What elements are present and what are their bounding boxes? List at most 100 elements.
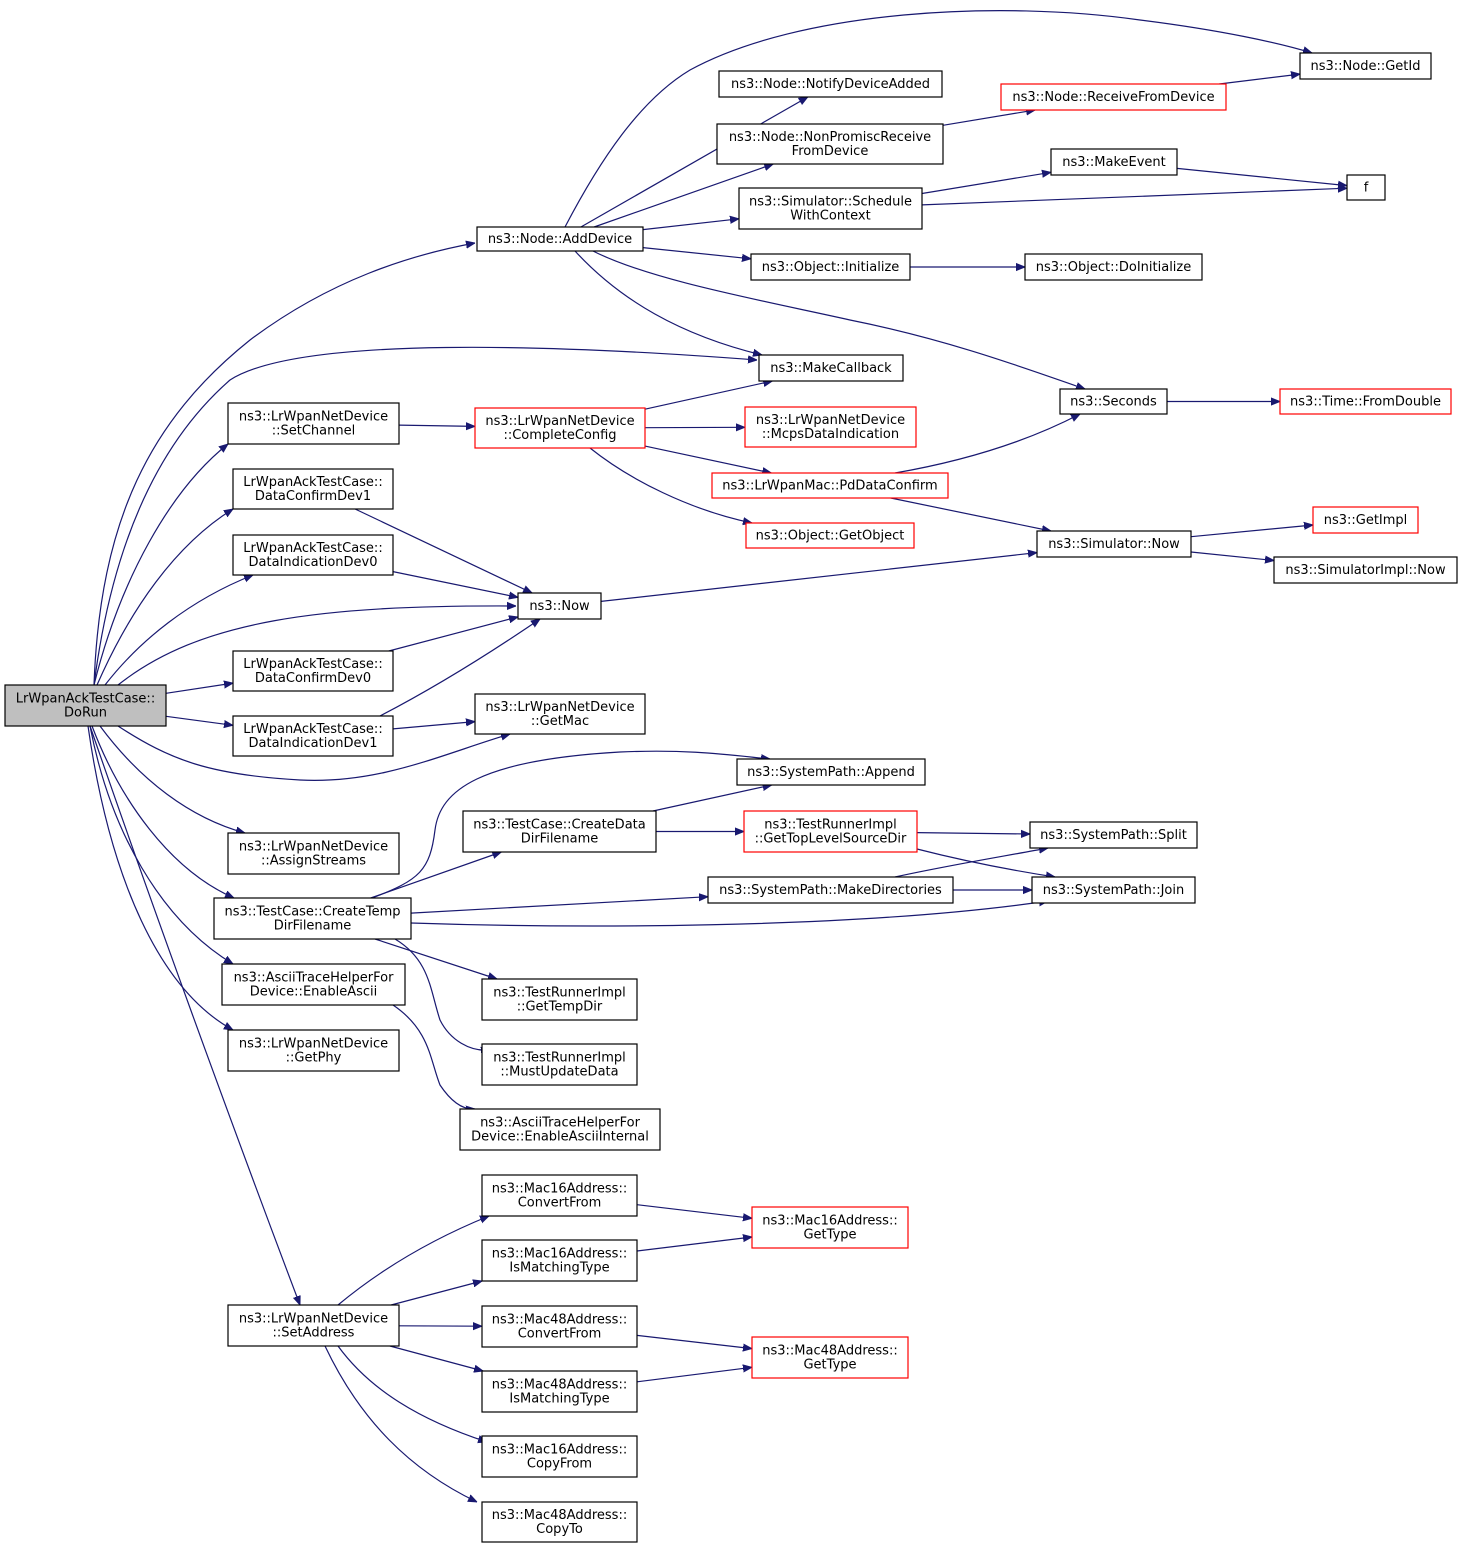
node-mac48GetType[interactable]: ns3::Mac48Address::GetType [751,1336,909,1379]
edge-dataIndicationDev1-to-now [379,619,540,717]
node-label-line: DirFilename [521,832,599,847]
edge-dorun-to-dataConfirmDev1 [96,509,233,686]
node-objInitialize[interactable]: ns3::Object::Initialize [750,253,911,281]
edge-dataConfirmDev1-to-now [354,508,532,594]
node-getObject[interactable]: ns3::Object::GetObject [745,522,915,549]
node-makeCallback[interactable]: ns3::MakeCallback [758,354,904,382]
node-dataConfirmDev1[interactable]: LrWpanAckTestCase::DataConfirmDev1 [232,468,394,510]
node-enableAscii[interactable]: ns3::AsciiTraceHelperForDevice::EnableAs… [221,963,406,1006]
node-mac48CopyTo[interactable]: ns3::Mac48Address::CopyTo [481,1501,638,1543]
node-box [474,407,646,449]
edge-mac48IsMatchingType-to-mac48GetType [636,1367,752,1383]
node-box [1273,556,1458,584]
node-box [227,832,400,875]
node-mac48ConvertFrom[interactable]: ns3::Mac48Address::ConvertFrom [481,1305,638,1348]
edge-scheduleWithContext-to-makeEvent [921,172,1051,195]
node-simImplNow[interactable]: ns3::SimulatorImpl::Now [1273,556,1458,584]
edge-dorun-to-dataIndicationDev0 [104,574,253,686]
node-simNow[interactable]: ns3::Simulator::Now [1036,530,1192,558]
node-completeConfig[interactable]: ns3::LrWpanNetDevice::CompleteConfig [474,407,646,449]
node-dataIndicationDev0[interactable]: LrWpanAckTestCase::DataIndicationDev0 [232,534,394,576]
node-now[interactable]: ns3::Now [517,592,602,620]
node-setChannel[interactable]: ns3::LrWpanNetDevice::SetChannel [227,402,400,445]
node-box [758,354,904,382]
node-receiveFromDevice[interactable]: ns3::Node::ReceiveFromDevice [1000,83,1227,111]
node-sysAppend[interactable]: ns3::SystemPath::Append [736,758,926,786]
node-label-line: ns3::LrWpanNetDevice [239,840,388,855]
node-mustUpdateData[interactable]: ns3::TestRunnerImpl::MustUpdateData [481,1043,638,1086]
node-box [4,684,167,727]
edge-addDevice-to-seconds [592,250,1085,389]
edge-addDevice-to-nonPromisc [593,164,773,228]
node-label-line: DataIndicationDev0 [249,555,378,570]
node-label-line: ::GetPhy [286,1051,342,1066]
node-pdDataConfirm[interactable]: ns3::LrWpanMac::PdDataConfirm [711,472,949,499]
node-dorun[interactable]: LrWpanAckTestCase::DoRun [4,684,167,727]
node-box [745,522,915,549]
node-label-line: DataConfirmDev1 [255,489,371,504]
edge-mac48ConvertFrom-to-mac48GetType [636,1334,752,1348]
node-label-line: ns3::TestRunnerImpl [493,986,626,1001]
node-getPhy[interactable]: ns3::LrWpanNetDevice::GetPhy [227,1029,400,1072]
node-mac16GetType[interactable]: ns3::Mac16Address::GetType [751,1206,909,1249]
node-label-line: ns3::Mac48Address:: [492,1378,627,1393]
node-mac16IsMatchingType[interactable]: ns3::Mac16Address::IsMatchingType [481,1239,638,1282]
node-makeDirectories[interactable]: ns3::SystemPath::MakeDirectories [707,876,954,904]
node-label-line: ns3::Mac48Address:: [492,1508,627,1523]
node-objDoInitialize[interactable]: ns3::Object::DoInitialize [1024,253,1203,281]
node-mac16CopyFrom[interactable]: ns3::Mac16Address::CopyFrom [481,1435,638,1478]
node-label-line: ns3::SystemPath::Join [1043,883,1184,898]
node-box [481,1174,638,1217]
node-label-line: Device::EnableAscii [250,985,378,1000]
node-getTempDir[interactable]: ns3::TestRunnerImpl::GetTempDir [481,978,638,1021]
node-label-line: ::MustUpdateData [500,1065,618,1080]
edge-makeEvent-to-f [1176,167,1347,185]
node-label-line: CopyTo [536,1522,583,1537]
edge-createDataDirFilename-to-sysAppend [652,785,772,812]
node-box [517,592,602,620]
node-makeEvent[interactable]: ns3::MakeEvent [1050,148,1178,176]
node-label-line: DirFilename [274,919,352,934]
node-box [744,406,917,448]
node-mcpsDataIndication[interactable]: ns3::LrWpanNetDevice::McpsDataIndication [744,406,917,448]
node-label-line: ns3::Mac16Address:: [762,1214,897,1229]
node-assignStreams[interactable]: ns3::LrWpanNetDevice::AssignStreams [227,832,400,875]
edge-mac16IsMatchingType-to-mac16GetType [636,1237,752,1252]
node-seconds[interactable]: ns3::Seconds [1059,388,1168,415]
node-notifyDeviceAdded[interactable]: ns3::Node::NotifyDeviceAdded [718,70,943,98]
edge-setAddress-to-mac48IsMatchingType [389,1345,483,1371]
node-getId[interactable]: ns3::Node::GetId [1299,52,1432,80]
edge-dataIndicationDev1-to-getMac [392,722,475,730]
node-box [232,715,394,757]
edge-createTempDirFilename-to-sysJoin [410,901,1048,927]
node-label-line: Device::EnableAsciiInternal [471,1130,649,1145]
node-enableAsciiInternal[interactable]: ns3::AsciiTraceHelperForDevice::EnableAs… [459,1108,661,1151]
edge-createTempDirFilename-to-createDataDirFilename [370,852,502,899]
node-addDevice[interactable]: ns3::Node::AddDevice [476,226,644,252]
node-layer: LrWpanAckTestCase::DoRun ns3::Node::AddDe… [4,52,1458,1543]
node-getImpl[interactable]: ns3::GetImpl [1312,506,1419,534]
node-label-line: DataConfirmDev0 [255,671,371,686]
edge-addDevice-to-makeCallback [574,250,762,355]
node-setAddress[interactable]: ns3::LrWpanNetDevice::SetAddress [227,1304,400,1347]
node-fromDouble[interactable]: ns3::Time::FromDouble [1279,388,1452,415]
node-sysJoin[interactable]: ns3::SystemPath::Join [1031,876,1196,904]
node-label-line: ::GetMac [531,714,589,729]
node-box [481,1435,638,1478]
node-dataConfirmDev0[interactable]: LrWpanAckTestCase::DataConfirmDev0 [232,650,394,692]
node-sysSplit[interactable]: ns3::SystemPath::Split [1029,821,1198,849]
node-dataIndicationDev1[interactable]: LrWpanAckTestCase::DataIndicationDev1 [232,715,394,757]
node-box [751,1206,909,1249]
node-mac48IsMatchingType[interactable]: ns3::Mac48Address::IsMatchingType [481,1370,638,1413]
node-getMac[interactable]: ns3::LrWpanNetDevice::GetMac [474,693,646,735]
edge-scheduleWithContext-to-f [921,188,1347,206]
node-f[interactable]: f [1346,174,1386,201]
node-getTopLevelSourceDir[interactable]: ns3::TestRunnerImpl::GetTopLevelSourceDi… [743,810,918,853]
node-box [736,758,926,786]
node-mac16ConvertFrom[interactable]: ns3::Mac16Address::ConvertFrom [481,1174,638,1217]
edge-dorun-to-now [117,606,516,686]
